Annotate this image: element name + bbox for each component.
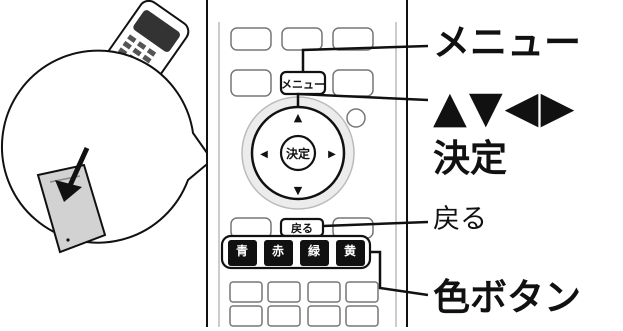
menu-key-label: メニュー — [281, 78, 325, 91]
left-key[interactable] — [230, 69, 272, 97]
leader-menu — [301, 44, 429, 72]
side-key[interactable] — [346, 108, 366, 128]
dpad: 決定 ▲ ▼ ◀ ▶ — [241, 96, 366, 210]
color-key-green-label: 緑 — [308, 243, 321, 258]
left-arrow-icon[interactable]: ◀ — [260, 149, 268, 160]
callout-color: 色ボタン — [433, 276, 581, 319]
bottom-keys — [229, 281, 379, 327]
back-key-label: 戻る — [290, 221, 313, 235]
callout-arrows: ▲▼◀▶ — [433, 82, 577, 133]
leader-arrows — [296, 92, 429, 107]
color-key-blue-label: 青 — [236, 243, 248, 258]
color-key-green[interactable]: 緑 — [300, 240, 329, 266]
up-arrow-icon[interactable]: ▲ — [294, 111, 303, 124]
right-arrow-icon[interactable]: ▶ — [328, 149, 336, 160]
menu-row: メニュー — [230, 69, 374, 97]
callout-back: 戻る — [433, 204, 487, 235]
down-arrow-icon[interactable]: ▼ — [294, 184, 303, 197]
slide-down-arrow-icon — [55, 146, 90, 202]
magnifier-callout-circle — [0, 49, 214, 244]
color-key-yellow[interactable]: 黄 — [336, 240, 365, 266]
leader-back — [322, 220, 429, 228]
top-button-row — [230, 27, 374, 51]
enter-key-label: 決定 — [286, 146, 310, 161]
leader-color — [370, 250, 429, 297]
remote-panel — [206, 0, 408, 327]
right-key[interactable] — [332, 69, 374, 97]
battery-cover-illustration — [36, 163, 107, 254]
callout-enter: 決定 — [433, 137, 507, 180]
callout-menu: メニュー — [433, 21, 581, 64]
color-key-yellow-label: 黄 — [344, 243, 356, 258]
color-buttons-group: 青 赤 緑 黄 — [220, 234, 372, 270]
color-key-red[interactable]: 赤 — [264, 240, 293, 266]
color-key-red-label: 赤 — [272, 243, 284, 258]
enter-key[interactable] — [279, 134, 317, 172]
leader-lines — [296, 44, 429, 297]
color-key-blue[interactable]: 青 — [228, 240, 257, 266]
